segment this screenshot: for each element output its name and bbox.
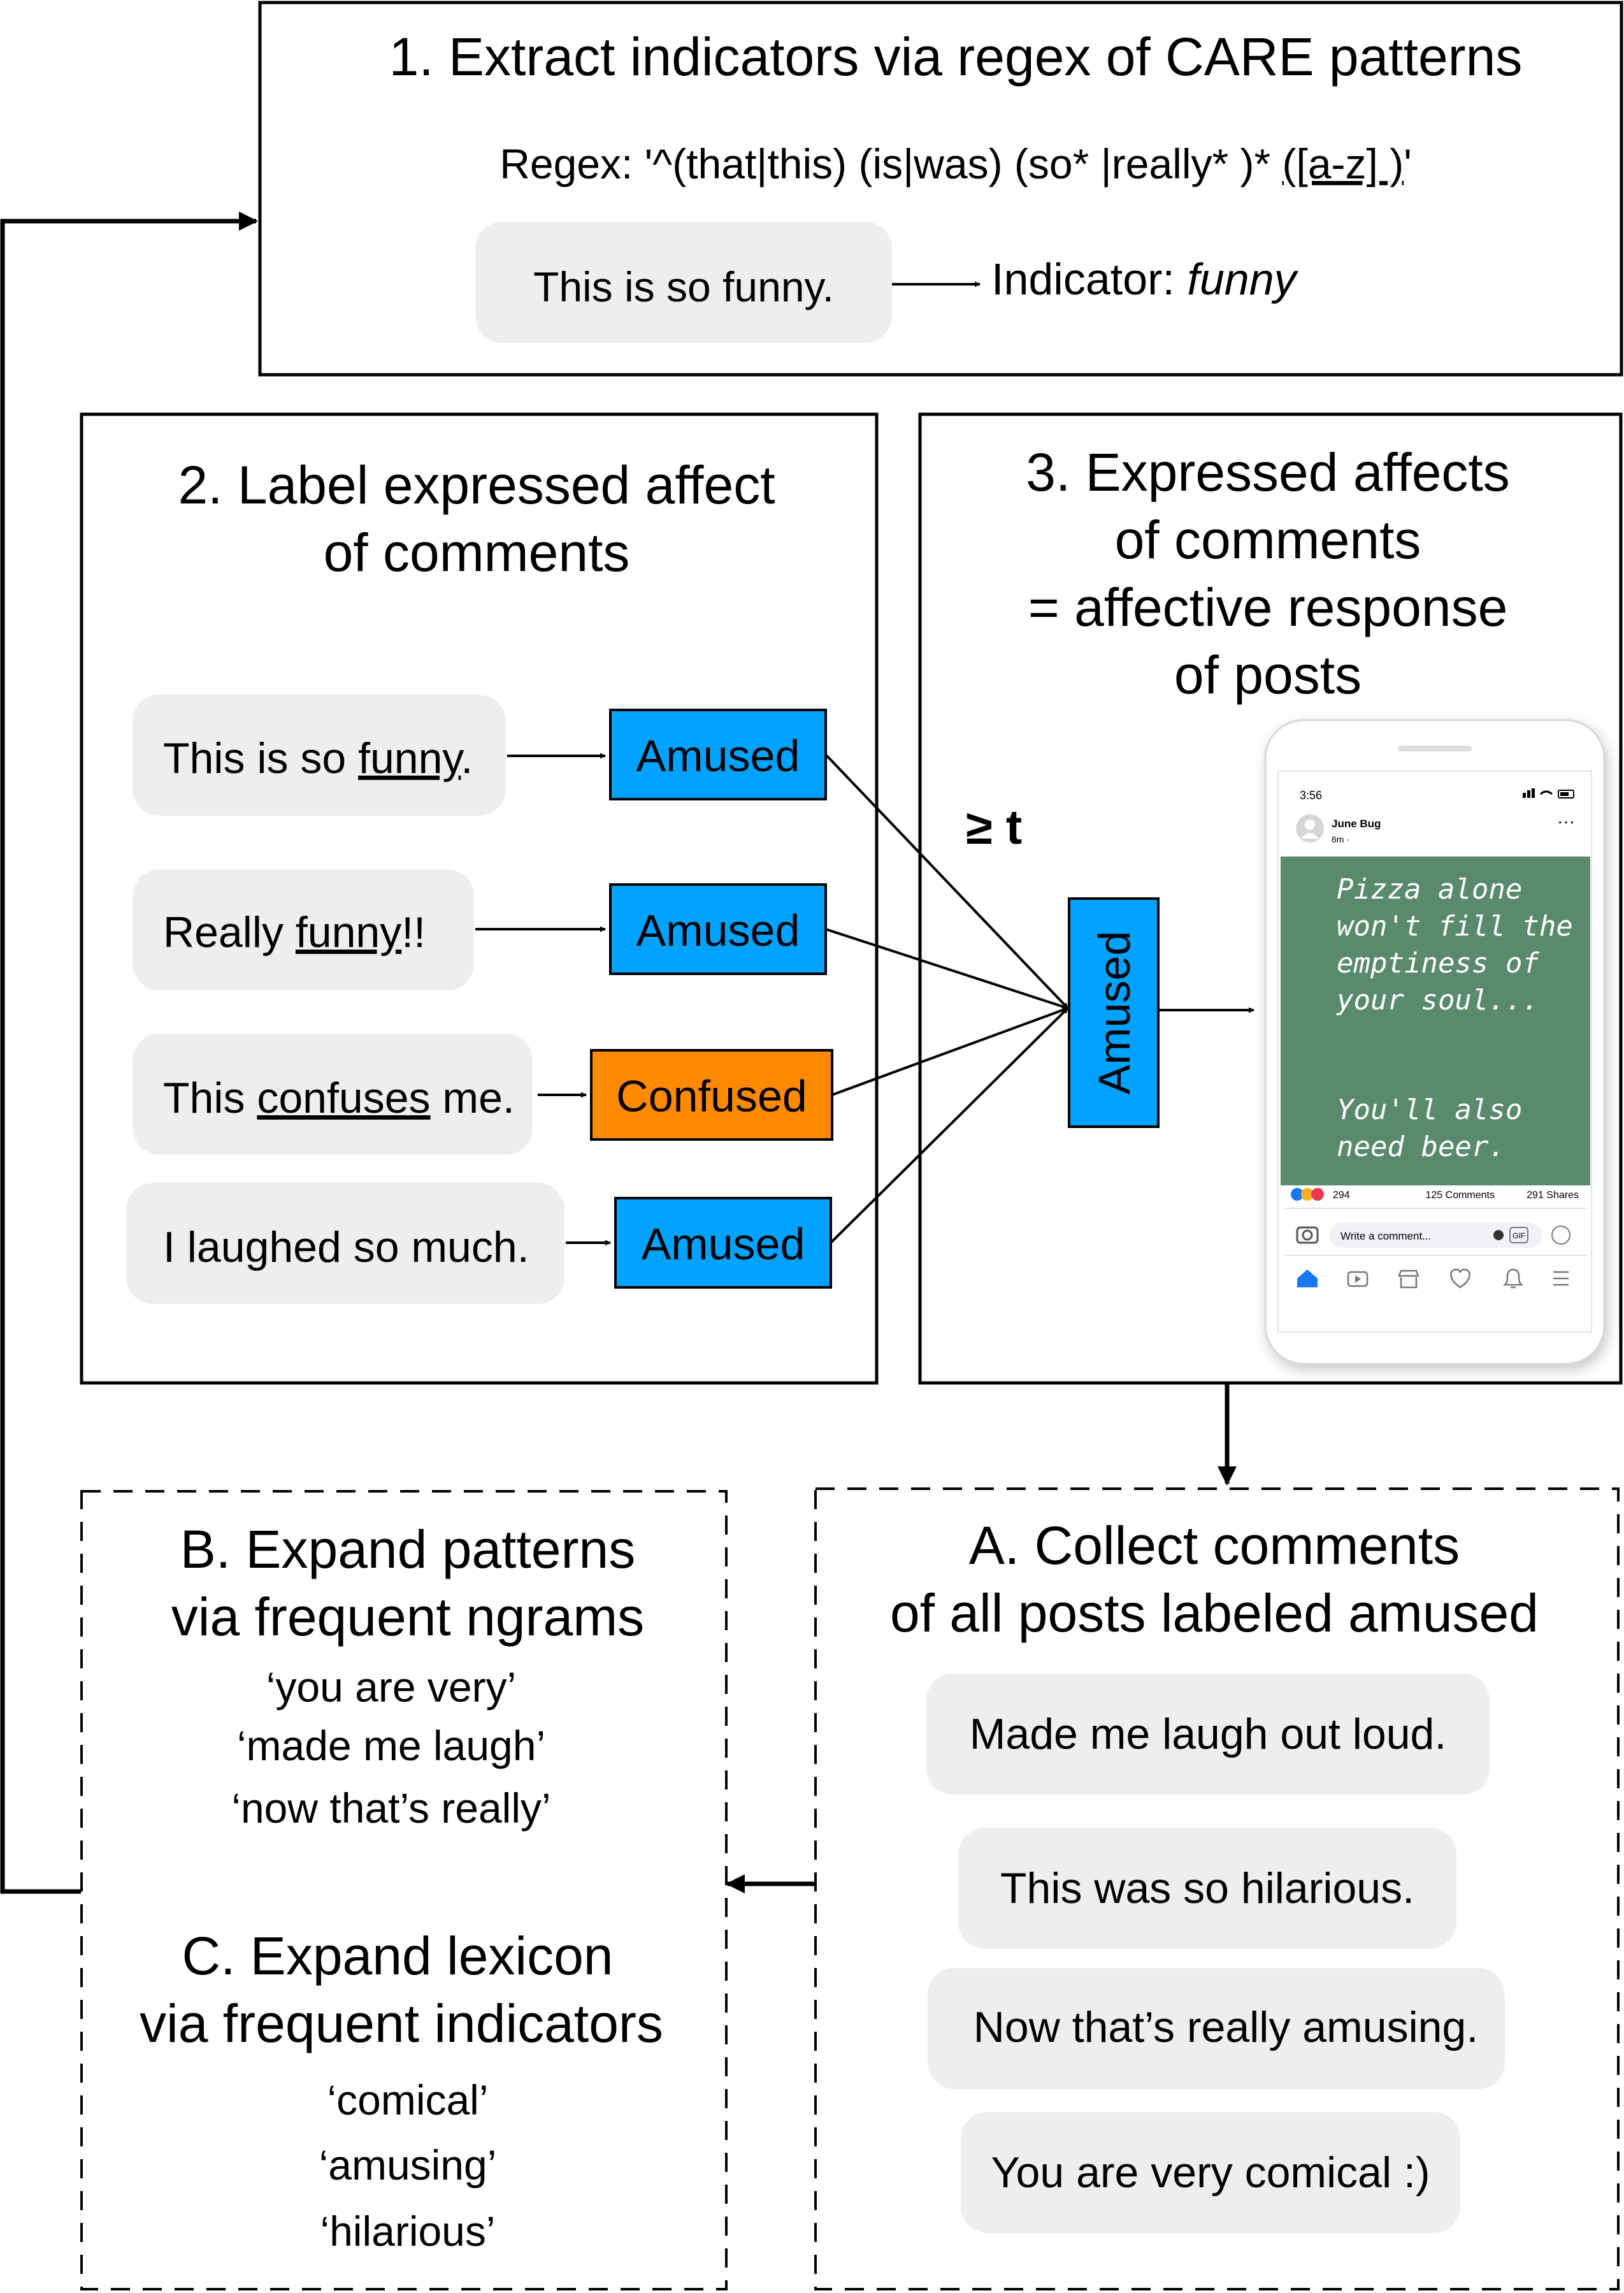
indicator-text: Indicator: funny	[991, 254, 1299, 304]
post-meta: 6m ·	[1332, 834, 1349, 844]
lexicon-indicator: ‘comical’	[327, 2076, 488, 2123]
comment-placeholder: Write a comment...	[1340, 1230, 1431, 1242]
collected-comment-bubble	[961, 2112, 1460, 2233]
confused-label-box	[590, 1049, 833, 1141]
comment-bubble	[126, 1183, 564, 1304]
step3-box: 3. Expressed affects of comments = affec…	[824, 412, 1623, 1385]
comment-bubble	[133, 695, 506, 816]
reaction-icons	[1291, 1188, 1324, 1201]
collected-comment-bubble	[928, 1968, 1505, 2089]
stepBC-box: B. Expand patterns via frequent ngrams ‘…	[80, 1490, 728, 2290]
step2-title-line1: 2. Label expressed affect	[178, 455, 775, 515]
lexicon-indicator: ‘hilarious’	[320, 2208, 495, 2255]
camera-icon[interactable]	[1296, 1226, 1319, 1244]
bottom-nav	[1297, 1268, 1569, 1289]
amused-label-box	[609, 883, 827, 975]
aggregate-amused-box	[1068, 897, 1160, 1128]
comment-text: Really funny!!	[163, 908, 426, 957]
step2-title-line2: of comments	[324, 523, 630, 582]
post-line: Pizza alone	[1337, 873, 1522, 906]
stepB-title-line1: B. Expand patterns	[180, 1519, 635, 1579]
status-icons	[1523, 788, 1574, 799]
regex-group: ([a-z] )	[1283, 140, 1404, 187]
example-comment: This is so funny.	[533, 263, 834, 310]
ngram: ‘you are very’	[266, 1663, 517, 1711]
affect-label: Amused	[636, 906, 800, 955]
post-author: June Bug	[1332, 818, 1381, 830]
regex-suffix: '	[1404, 140, 1412, 187]
comments-count: 125 Comments	[1426, 1190, 1495, 1201]
indicator-value: funny	[1187, 254, 1298, 304]
status-time: 3:56	[1300, 789, 1322, 802]
step3-title-line4: of posts	[1174, 645, 1362, 705]
marketplace-icon[interactable]	[1398, 1269, 1419, 1289]
collected-comment-bubble	[958, 1828, 1456, 1949]
converge-arrow	[831, 1007, 1068, 1096]
more-options-icon[interactable]: ···	[1557, 811, 1575, 831]
comment-text: I laughed so much.	[163, 1223, 529, 1271]
comment-text: This is so funny.	[163, 734, 473, 783]
emoji-icon[interactable]	[1551, 1226, 1570, 1245]
phone-speaker	[1398, 746, 1472, 751]
stepC-title-line2: via frequent indicators	[140, 1993, 663, 2053]
lexicon-indicator: ‘amusing’	[319, 2141, 497, 2188]
converge-arrow	[825, 928, 1068, 1009]
collected-comment: You are very comical :)	[991, 2148, 1430, 2197]
reactions-count: 294	[1333, 1190, 1350, 1201]
post-line: won't fill the	[1337, 910, 1573, 943]
converge-arrow	[830, 1007, 1069, 1244]
avatar-sticker-icon[interactable]	[1493, 1230, 1504, 1240]
stepA-box: A. Collect comments of all posts labeled…	[814, 1487, 1620, 2290]
stepA-title-line2: of all posts labeled amused	[890, 1583, 1539, 1643]
example-comment-bubble	[475, 222, 892, 343]
video-icon[interactable]	[1347, 1271, 1369, 1287]
step2-box: 2. Label expressed affect of comments Th…	[80, 412, 879, 1385]
affect-label: Confused	[616, 1071, 807, 1121]
stepA-title-line1: A. Collect comments	[969, 1515, 1460, 1575]
step1-box: 1. Extract indicators via regex of CARE …	[258, 1, 1623, 377]
indicator-label: Indicator:	[991, 254, 1187, 304]
regex-prefix: Regex: '^(that|this) (is|was) (so* |real…	[499, 140, 1282, 187]
affect-label: Amused	[636, 731, 800, 781]
post-line: need beer.	[1337, 1131, 1505, 1163]
bell-icon[interactable]	[1502, 1268, 1524, 1289]
step3-title-line2: of comments	[1115, 510, 1421, 570]
comment-text: This confuses me.	[163, 1074, 515, 1122]
comment-bubble	[133, 869, 474, 990]
ngram: ‘made me laugh’	[237, 1722, 545, 1769]
heart-icon[interactable]	[1450, 1268, 1470, 1289]
step3-title-line3: = affective response	[1028, 577, 1508, 637]
step3-title-line1: 3. Expressed affects	[1026, 442, 1510, 502]
phone-mockup: 3:56 June Bug 6m · ··· Pizza alone won't…	[1264, 719, 1606, 1365]
shares-count: 291 Shares	[1527, 1190, 1579, 1201]
ngram: ‘now that’s really’	[231, 1784, 550, 1832]
post-image	[1281, 857, 1590, 1185]
regex-text: Regex: '^(that|this) (is|was) (so* |real…	[499, 140, 1412, 187]
comment-bubble	[133, 1034, 533, 1155]
collected-comment: Made me laugh out loud.	[970, 1710, 1447, 1758]
post-line: You'll also	[1337, 1094, 1522, 1126]
gif-label: GIF	[1513, 1231, 1525, 1240]
collected-comment: Now that’s really amusing.	[974, 2003, 1478, 2051]
threshold-label: ≥ t	[966, 800, 1022, 855]
step1-title: 1. Extract indicators via regex of CARE …	[389, 27, 1523, 87]
post-line: your soul...	[1336, 984, 1539, 1016]
post-line: emptiness of	[1337, 947, 1539, 980]
menu-icon[interactable]	[1553, 1271, 1569, 1286]
converge-arrow	[824, 753, 1069, 1009]
gif-icon[interactable]	[1509, 1227, 1528, 1243]
aggregate-label: Amused	[1089, 931, 1139, 1095]
collected-comment: This was so hilarious.	[1000, 1864, 1414, 1913]
affect-label: Amused	[642, 1219, 805, 1269]
home-icon[interactable]	[1297, 1269, 1318, 1287]
loop-back-arrow	[0, 212, 258, 1894]
collected-comment-bubble	[926, 1674, 1490, 1795]
comment-input[interactable]	[1329, 1222, 1542, 1248]
stepC-title-line1: C. Expand lexicon	[182, 1926, 613, 1986]
stepB-title-line2: via frequent ngrams	[171, 1587, 644, 1647]
